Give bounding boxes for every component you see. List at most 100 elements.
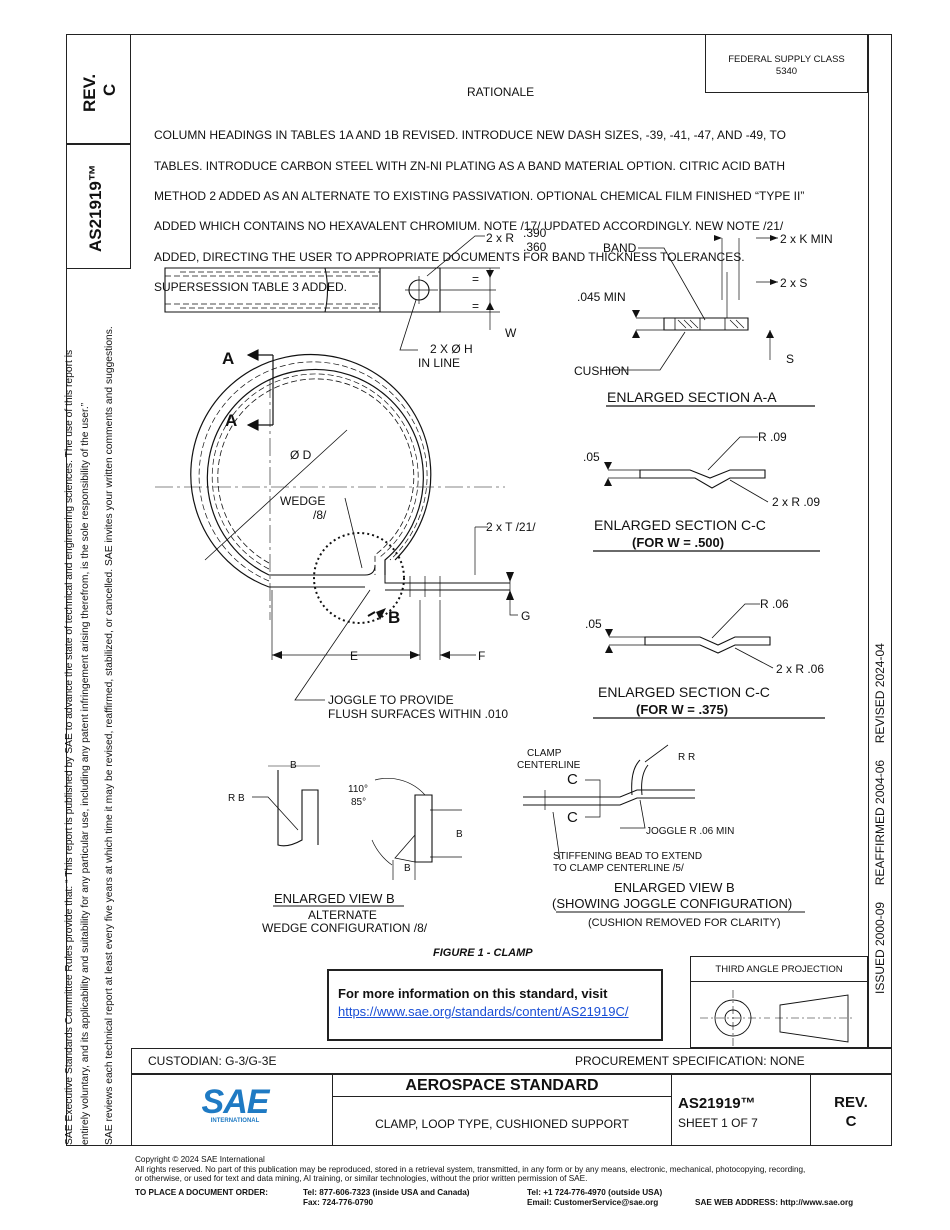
rationale-line: ADDED WHICH CONTAINS NO HEXAVALENT CHROM… bbox=[154, 219, 784, 234]
stiffening-label-1: STIFFENING BEAD TO EXTEND bbox=[553, 851, 702, 862]
rationale-line: ADDED, DIRECTING THE USER TO APPROPRIATE… bbox=[154, 249, 745, 264]
standard-type: AEROSPACE STANDARD bbox=[405, 1077, 599, 1094]
section-cc2-profile bbox=[644, 636, 771, 654]
dim-2s: 2 x S bbox=[780, 276, 807, 290]
custodian-box bbox=[131, 1048, 892, 1074]
view-b-callout: B bbox=[388, 608, 400, 627]
clamp-loop bbox=[206, 368, 424, 576]
joggle-label-2: FLUSH SURFACES WITHIN .010 bbox=[328, 707, 508, 721]
vb-b1: B bbox=[290, 760, 297, 771]
cc1-2r: 2 x R .09 bbox=[772, 495, 820, 509]
cc-mark-2: C bbox=[567, 809, 578, 826]
rationale-body: COLUMN HEADINGS IN TABLES 1A AND 1B REVI… bbox=[154, 113, 804, 311]
footer-copyright: Copyright © 2024 SAE International bbox=[135, 1155, 265, 1164]
cc1-r: R .09 bbox=[758, 430, 787, 444]
footer-tel-outside: Tel: +1 724-776-4970 (outside USA) bbox=[527, 1188, 663, 1197]
cc2-sub: (FOR W = .375) bbox=[636, 702, 728, 717]
custodian: CUSTODIAN: G-3/G-3E bbox=[148, 1054, 277, 1068]
strap-top-view bbox=[164, 267, 441, 313]
footer-order-label: TO PLACE A DOCUMENT ORDER: bbox=[135, 1188, 268, 1197]
sae-logo-text: SAE bbox=[201, 1083, 270, 1121]
vb-b3: B bbox=[404, 863, 411, 874]
vb-title: ENLARGED VIEW B bbox=[274, 891, 395, 906]
rev-col bbox=[810, 1074, 892, 1146]
doc-number: AS21919™ bbox=[678, 1095, 756, 1112]
document-title: CLAMP, LOOP TYPE, CUSHIONED SUPPORT bbox=[375, 1117, 629, 1131]
cc2-r: R .06 bbox=[760, 597, 789, 611]
clamp-centerline-1: CLAMP bbox=[527, 748, 562, 759]
dim-045min: .045 MIN bbox=[577, 290, 626, 304]
cc-mark-1: C bbox=[567, 771, 578, 788]
rationale-line: METHOD 2 ADDED AS AN ALTERNATE TO EXISTI… bbox=[154, 189, 805, 204]
clamp-centerline-2: CENTERLINE bbox=[517, 760, 581, 771]
footer: Copyright © 2024 SAE International All r… bbox=[135, 1155, 805, 1184]
hole-label-2: IN LINE bbox=[418, 356, 460, 370]
side-rev-box bbox=[66, 34, 131, 144]
rev-value: C bbox=[845, 1113, 857, 1130]
section-a-bot: A bbox=[225, 411, 237, 430]
footer-rights-2: or otherwise, or used for text and data … bbox=[135, 1174, 588, 1184]
cc1-title: ENLARGED SECTION C-C bbox=[594, 517, 766, 533]
wedge-view-2 bbox=[414, 794, 433, 863]
dim-e: E bbox=[350, 649, 358, 663]
info-text: For more information on this standard, v… bbox=[338, 986, 608, 1001]
fsc-value: 5340 bbox=[775, 66, 798, 77]
sae-logo-sub: INTERNATIONAL bbox=[210, 1118, 260, 1124]
third-angle-box bbox=[690, 956, 868, 1048]
dim-r-top: .390 bbox=[523, 226, 547, 240]
dim-s: S bbox=[786, 352, 794, 366]
rationale-line: COLUMN HEADINGS IN TABLES 1A AND 1B REVI… bbox=[154, 128, 786, 143]
section-aa-title: ENLARGED SECTION A-A bbox=[607, 389, 777, 405]
info-link[interactable]: https://www.sae.org/standards/content/AS… bbox=[338, 1004, 629, 1019]
third-angle-label: THIRD ANGLE PROJECTION bbox=[715, 964, 843, 975]
wedge-view-1 bbox=[277, 770, 319, 847]
eq-mark-2: = bbox=[472, 299, 479, 313]
sheet-number: SHEET 1 OF 7 bbox=[678, 1116, 758, 1130]
cc1-05: .05 bbox=[583, 450, 600, 464]
rationale-line: TABLES. INTRODUCE CARBON STEEL WITH ZN-N… bbox=[154, 158, 785, 173]
fsc-box bbox=[705, 34, 868, 93]
footer-web[interactable]: SAE WEB ADDRESS: http://www.sae.org bbox=[695, 1198, 854, 1207]
title-divider bbox=[332, 1096, 672, 1097]
dim-g: G bbox=[521, 609, 530, 623]
wedge-label-2: /8/ bbox=[313, 508, 327, 522]
joggle-rr: R R bbox=[678, 752, 695, 763]
footer-email[interactable]: Email: CustomerService@sae.org bbox=[527, 1198, 659, 1207]
sae-logo: SAE INTERNATIONAL bbox=[195, 1083, 275, 1124]
joggle-r-min: JOGGLE R .06 MIN bbox=[646, 826, 734, 837]
joggle-label-1: JOGGLE TO PROVIDE bbox=[328, 693, 454, 707]
fsc-label: FEDERAL SUPPLY CLASS bbox=[728, 54, 845, 65]
cushion-label: CUSHION bbox=[574, 364, 629, 378]
dim-r-label: 2 x R bbox=[486, 231, 514, 245]
figure-caption: FIGURE 1 - CLAMP bbox=[433, 947, 533, 959]
cc2-2r: 2 x R .06 bbox=[776, 662, 824, 676]
cc2-title: ENLARGED SECTION C-C bbox=[598, 684, 770, 700]
rationale-heading: RATIONALE bbox=[467, 85, 535, 99]
date-strip bbox=[868, 34, 892, 1048]
footer-fax: Fax: 724-776-0790 bbox=[303, 1198, 374, 1207]
band-label: BAND bbox=[603, 241, 637, 255]
vb-sub1: ALTERNATE bbox=[308, 908, 377, 922]
dim-f: F bbox=[478, 649, 485, 663]
dim-w: W bbox=[505, 326, 517, 340]
rev-label: REV. bbox=[834, 1094, 868, 1111]
side-docnum-box bbox=[66, 144, 131, 269]
vb-b2: B bbox=[456, 829, 463, 840]
info-box bbox=[327, 969, 663, 1041]
wedge-label-1: WEDGE bbox=[280, 494, 325, 508]
vb-angle-110: 110° bbox=[348, 784, 368, 795]
footer-rights-1: All rights reserved. No part of this pub… bbox=[135, 1164, 806, 1174]
footer-tel-usa: Tel: 877-606-7323 (inside USA and Canada… bbox=[303, 1188, 470, 1197]
dim-r-bot: .360 bbox=[523, 240, 547, 254]
section-a-top: A bbox=[222, 349, 234, 368]
stiffening-label-2: TO CLAMP CENTERLINE /5/ bbox=[553, 863, 684, 874]
vb2-sub2: (CUSHION REMOVED FOR CLARITY) bbox=[588, 917, 781, 929]
vb2-sub: (SHOWING JOGGLE CONFIGURATION) bbox=[552, 896, 792, 911]
title-col-2 bbox=[332, 1074, 672, 1146]
dim-d: Ø D bbox=[290, 448, 312, 462]
rationale-line: SUPERSESSION TABLE 3 ADDED. bbox=[154, 280, 347, 295]
vb-angle-85: 85° bbox=[351, 797, 366, 808]
section-cc1-profile bbox=[639, 469, 766, 489]
cc2-05: .05 bbox=[585, 617, 602, 631]
